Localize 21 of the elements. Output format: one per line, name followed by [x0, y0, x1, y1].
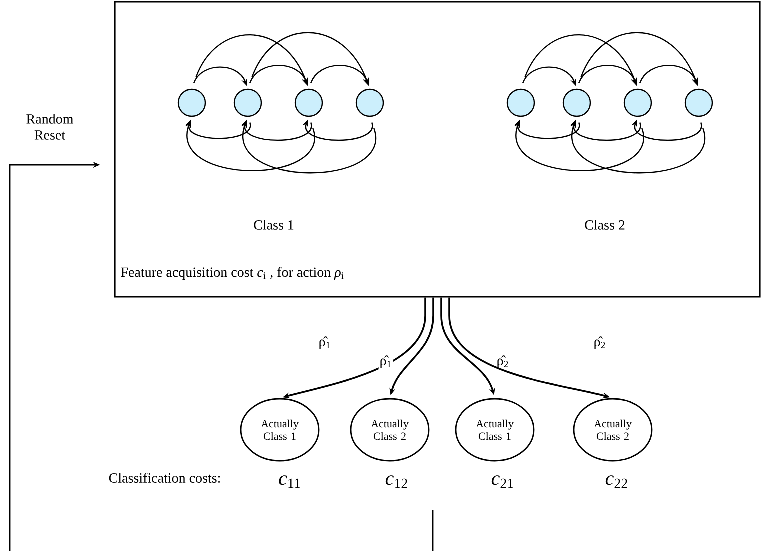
cost-symbol: c$_{21}$ [492, 476, 514, 488]
state-circle [506, 88, 536, 118]
state-circle [294, 88, 324, 118]
caption-text: Feature acquisition cost c$_{i}$ , for action ρ$_{i}$ [121, 267, 344, 280]
cost-symbol: c$_{22}$ [606, 476, 628, 488]
state-circle [356, 88, 384, 118]
state-circle [234, 88, 262, 118]
cost-symbol: c$_{11}$ [279, 476, 300, 488]
label-text: Class 2 [585, 220, 625, 230]
state-circle [562, 88, 592, 118]
label-text: Classification costs: [109, 472, 220, 484]
edge-label: Random Reset [26, 114, 74, 140]
label-text: Class 1 [254, 220, 294, 230]
edge-label: ρ̂$_{1}$ [320, 336, 330, 350]
state-circle [178, 88, 206, 118]
edge-label: ρ̂$_{2}$ [498, 356, 508, 368]
cost-symbol: c$_{12}$ [386, 476, 408, 488]
state-circle [684, 88, 714, 118]
edge-label: ρ̂$_{2}$ [594, 336, 606, 350]
edge-label: ρ̂$_{1}$ [380, 356, 392, 368]
state-circle [624, 88, 652, 118]
